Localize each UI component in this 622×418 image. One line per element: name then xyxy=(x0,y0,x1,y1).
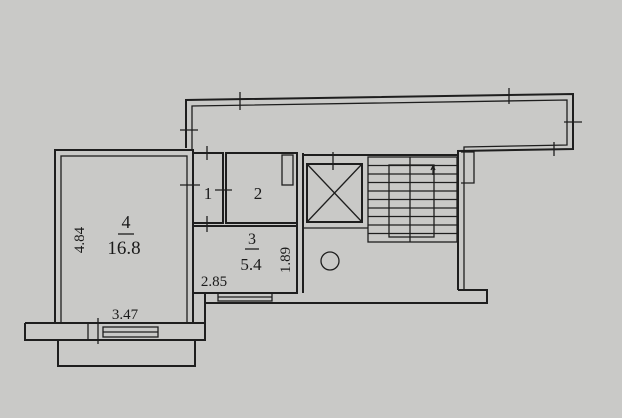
room-3-length: 1.89 xyxy=(278,247,294,273)
room-3 xyxy=(192,225,488,304)
room-3-width: 2.85 xyxy=(201,274,227,290)
room-1 xyxy=(180,146,232,232)
room-3-area: 5.4 xyxy=(240,255,262,274)
room-2-number: 2 xyxy=(254,184,263,203)
room-4-length: 4.84 xyxy=(72,226,88,253)
corridor xyxy=(180,88,582,290)
room-3-number: 3 xyxy=(248,231,256,248)
room-4-area: 16.8 xyxy=(107,238,140,259)
balcony xyxy=(24,302,218,367)
circle-symbol xyxy=(320,251,340,271)
room-4-width: 3.47 xyxy=(112,307,139,323)
stairwell xyxy=(296,151,475,293)
room-4-number: 4 xyxy=(122,212,131,232)
stairs xyxy=(367,156,458,243)
elevator-shaft xyxy=(306,163,363,223)
room-1-number: 1 xyxy=(204,184,213,203)
